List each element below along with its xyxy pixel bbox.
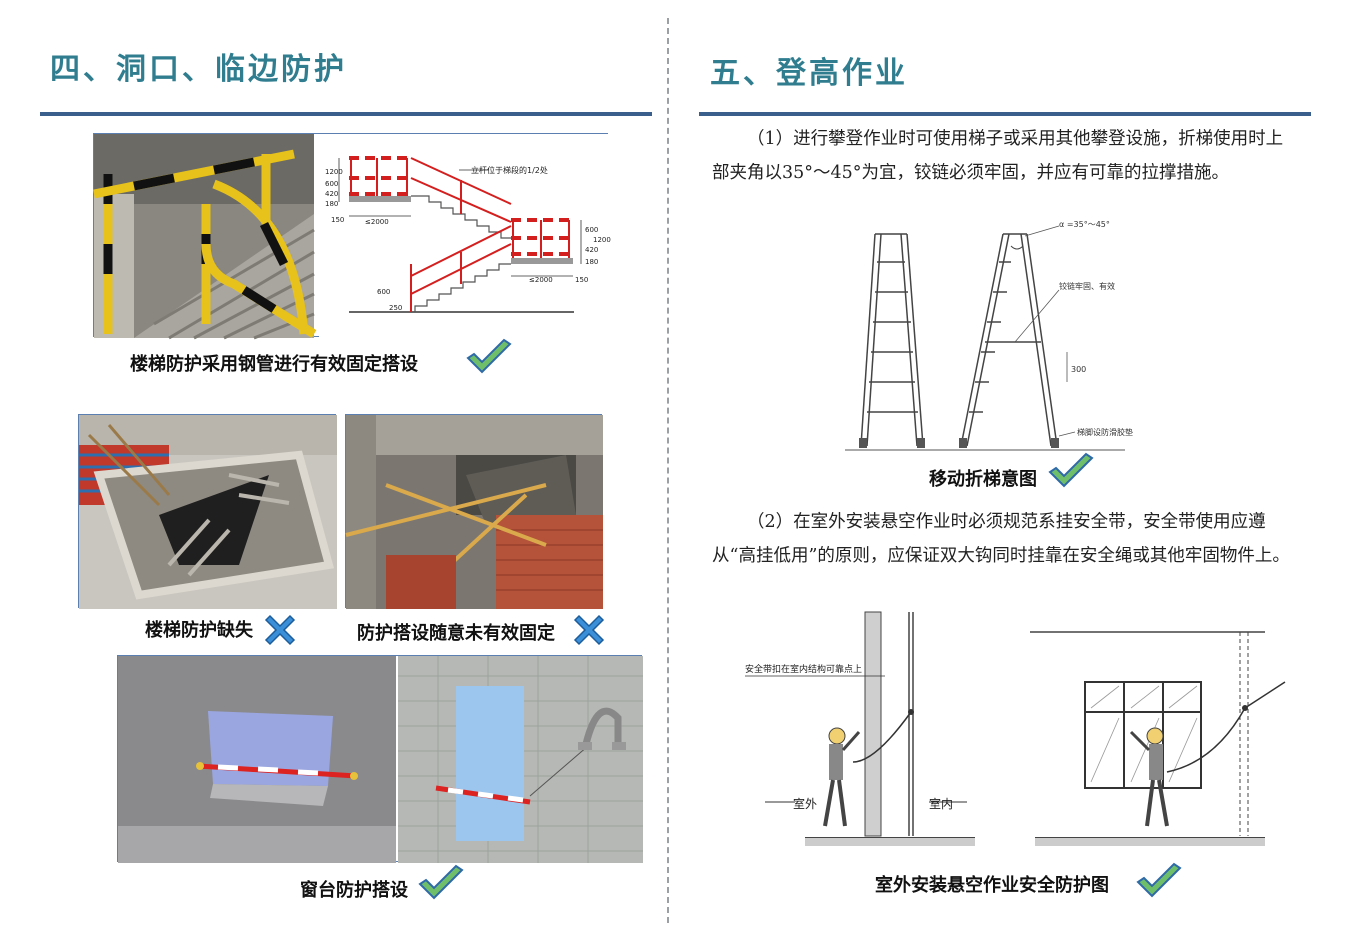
caption-window-guard: 窗台防护搭设 <box>300 880 408 901</box>
dim-label: ≤2000 <box>365 218 389 226</box>
check-icon <box>1048 452 1094 488</box>
outside-label: 室外 <box>793 796 817 811</box>
dim-label: 180 <box>325 200 338 208</box>
inside-label: 室内 <box>929 796 953 811</box>
dim-label: 420 <box>585 246 598 254</box>
stair-guard-drawing: 立杆位于梯段的1/2处 1200 600 420 180 150 ≤2000 6… <box>319 134 611 338</box>
caption-guard-loose: 防护搭设随意未有效固定 <box>357 623 555 644</box>
guard-loose-photo <box>345 414 603 609</box>
dim-label: 420 <box>325 190 338 198</box>
left-section-title: 四、洞口、临边防护 <box>50 52 347 87</box>
ladder-hinge-label: 铰链牢固、有效 <box>1059 281 1115 291</box>
dim-label: 1200 <box>593 236 611 244</box>
dim-label: 600 <box>377 288 390 296</box>
paragraph-harness: （2）在室外安装悬空作业时必须规范系挂安全带，安全带使用应遵从“高挂低用”的原则… <box>712 512 1290 566</box>
dim-label: 150 <box>331 216 344 224</box>
ladder-feet-label: 梯脚设防滑胶垫 <box>1077 427 1133 437</box>
window-guard-figure <box>117 655 643 863</box>
check-icon <box>1136 862 1182 898</box>
cross-icon <box>573 614 605 646</box>
right-section-title: 五、登高作业 <box>710 56 908 91</box>
ladder-spacing-label: 300 <box>1071 365 1086 374</box>
dim-label: 250 <box>389 304 402 312</box>
column-divider <box>667 18 669 923</box>
drawing-note: 立杆位于梯段的1/2处 <box>471 165 548 175</box>
check-icon <box>418 864 464 900</box>
dim-label: 600 <box>585 226 598 234</box>
dim-label: 180 <box>585 258 598 266</box>
right-title-rule <box>699 112 1311 116</box>
check-icon <box>466 338 512 374</box>
caption-harness: 室外安装悬空作业安全防护图 <box>875 875 1109 896</box>
ladder-angle-label: α =35°～45° <box>1059 220 1110 229</box>
dim-label: 1200 <box>325 168 343 176</box>
caption-stair-missing: 楼梯防护缺失 <box>145 620 253 641</box>
paragraph-ladder: （1）进行攀登作业时可使用梯子或采用其他攀登设施，折梯使用时上部夹角以35°～4… <box>712 129 1284 183</box>
dim-label: 600 <box>325 180 338 188</box>
stair-guard-figure: 立杆位于梯段的1/2处 1200 600 420 180 150 ≤2000 6… <box>93 133 611 340</box>
caption-ladder: 移动折梯意图 <box>929 469 1037 490</box>
stair-missing-photo <box>78 414 337 609</box>
harness-drawing: 安全带扣在室内结构可靠点上 室外 室内 <box>735 611 1295 860</box>
stair-guard-photo <box>93 134 317 340</box>
cross-icon <box>264 614 296 646</box>
caption-stair-guard: 楼梯防护采用钢管进行有效固定搭设 <box>130 354 418 375</box>
dim-label: ≤2000 <box>529 276 553 284</box>
left-title-rule <box>40 112 652 116</box>
harness-anchor-label: 安全带扣在室内结构可靠点上 <box>745 663 862 675</box>
ladder-drawing: α =35°～45° 铰链牢固、有效 300 梯脚设防滑胶垫 <box>845 214 1133 460</box>
dim-label: 150 <box>575 276 588 284</box>
